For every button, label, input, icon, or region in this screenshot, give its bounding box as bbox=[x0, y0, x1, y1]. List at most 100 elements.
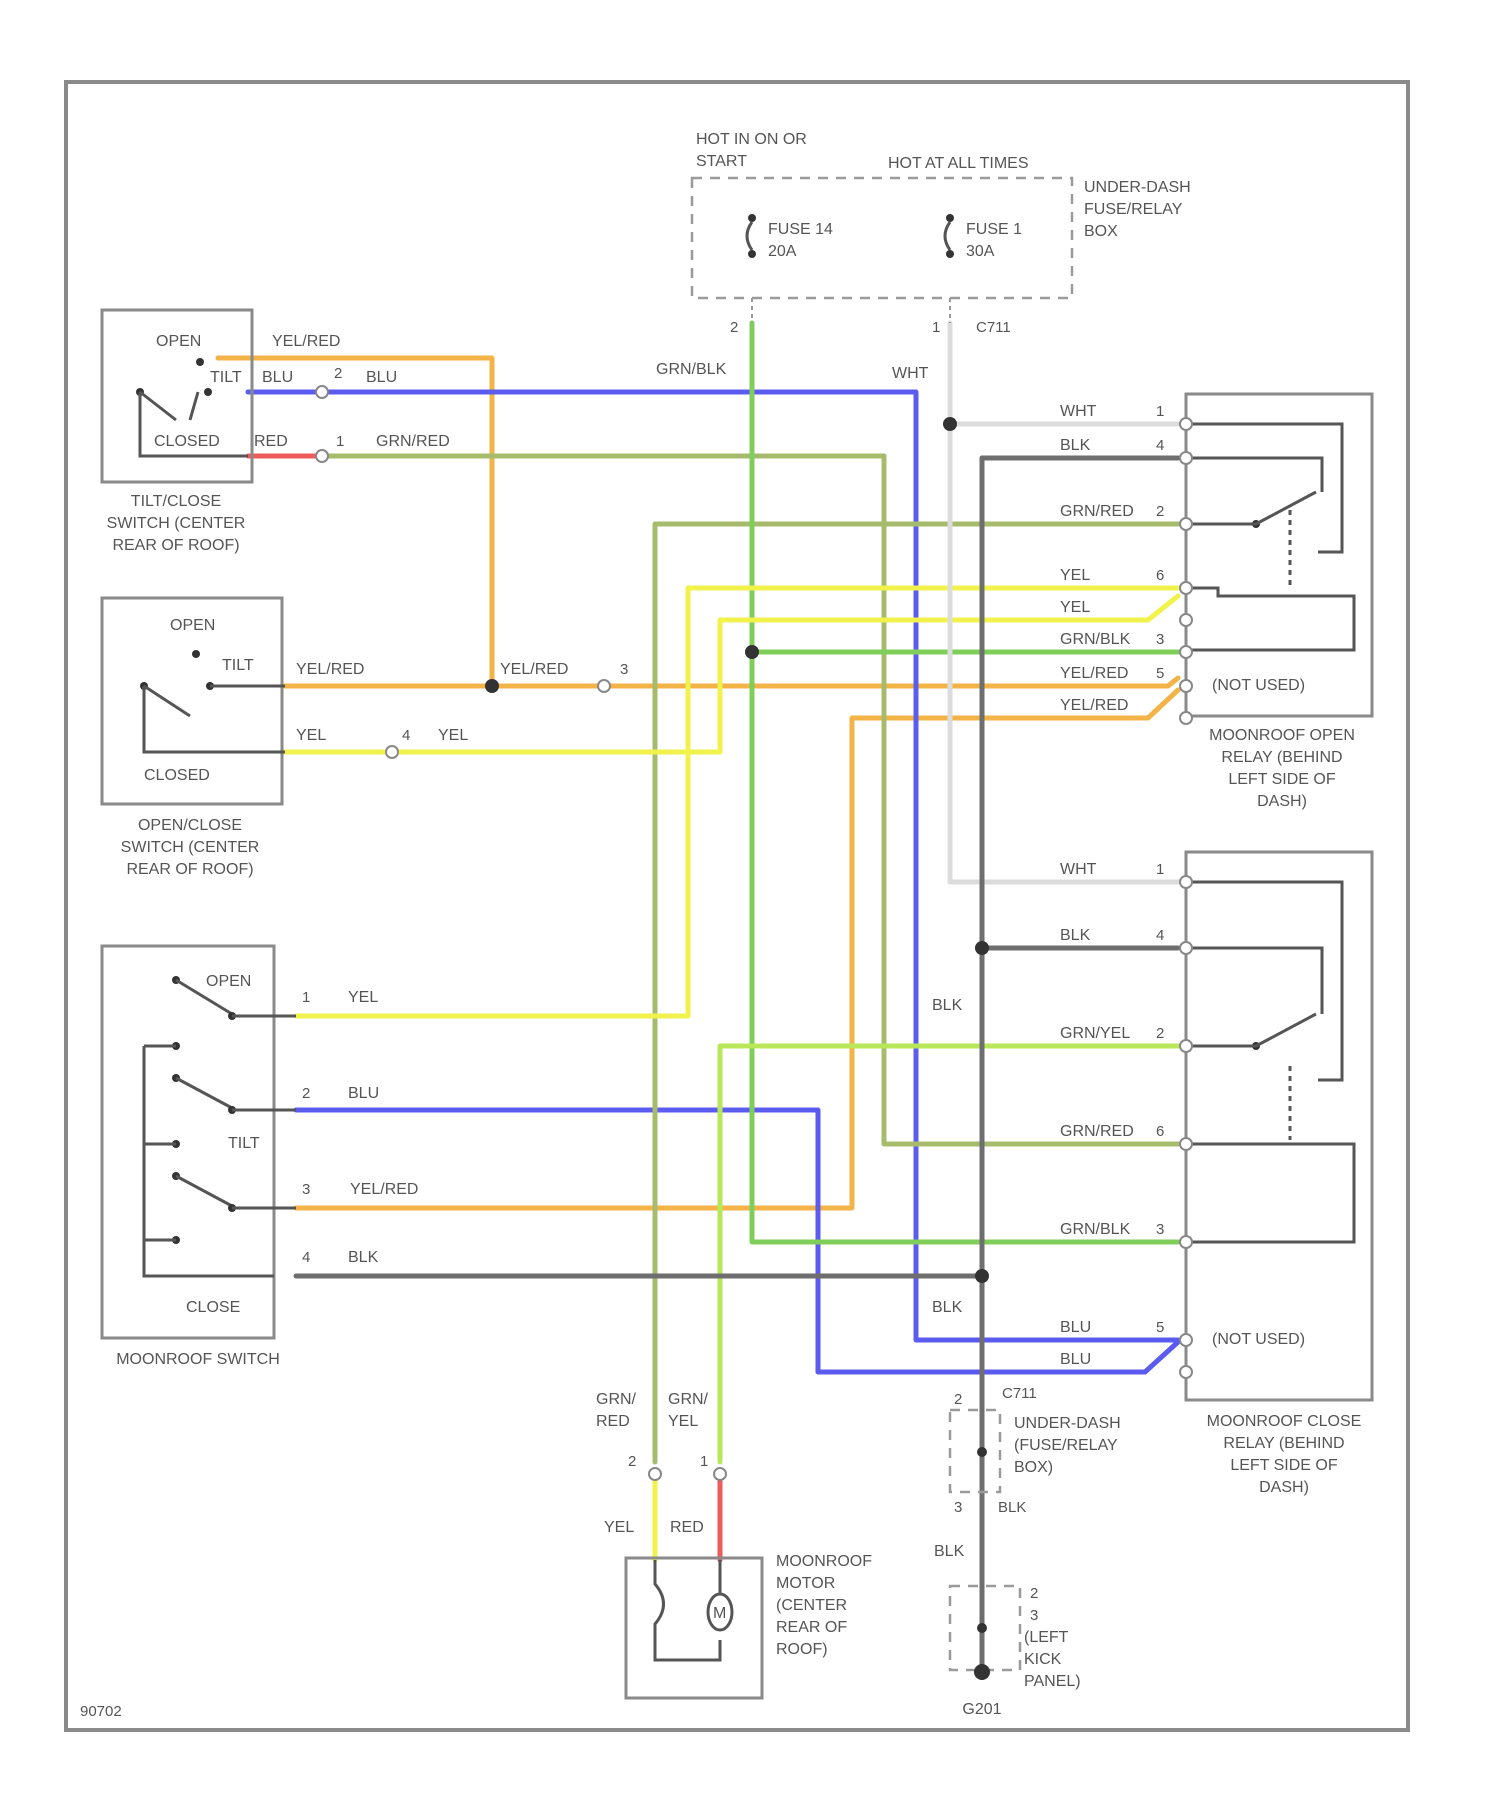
lbl-tilt-blu: BLU bbox=[262, 369, 293, 386]
relay-pin-number: 4 bbox=[1156, 927, 1164, 944]
fuse-pin-1: 1 bbox=[932, 319, 940, 336]
lbl-grnblk-v: GRN/BLK bbox=[656, 361, 727, 378]
fuse-box bbox=[692, 178, 1072, 298]
relay-wire-label: GRN/BLK bbox=[1060, 1221, 1131, 1238]
relay-pin-connector bbox=[1180, 712, 1192, 724]
lbl-os-yelred: YEL/RED bbox=[296, 661, 364, 678]
relay-pin-connector bbox=[1180, 452, 1192, 464]
lbl-wht-v: WHT bbox=[892, 365, 929, 382]
lbl-tilt-grnred: GRN/RED bbox=[376, 433, 450, 450]
ground-symbol bbox=[974, 1664, 990, 1680]
tilt-switch-open: OPEN bbox=[156, 333, 201, 350]
close-relay-internal bbox=[1190, 882, 1354, 1242]
tilt-switch-tilt: TILT bbox=[210, 369, 242, 386]
svg-text:30A: 30A bbox=[966, 243, 995, 260]
svg-text:M: M bbox=[713, 1605, 726, 1622]
lbl-ms-yelred-pin: 3 bbox=[302, 1181, 310, 1198]
ground-pin-top: 2 bbox=[954, 1391, 962, 1408]
relay-pin-connector bbox=[1180, 1236, 1192, 1248]
relay-pin-connector bbox=[1180, 1366, 1192, 1378]
svg-text:20A: 20A bbox=[768, 243, 797, 260]
lbl-os-yelred2: YEL/RED bbox=[500, 661, 568, 678]
wire-yelred-tilt bbox=[218, 358, 492, 686]
relay-pin-number: 3 bbox=[1156, 1221, 1164, 1238]
ground-conn-id: C711 bbox=[1002, 1385, 1037, 1402]
open-relay-internal bbox=[1190, 424, 1354, 650]
open-switch-contacts bbox=[140, 650, 285, 752]
lbl-blk-mid: BLK bbox=[932, 997, 963, 1014]
relay-pin-connector bbox=[1180, 646, 1192, 658]
lbl-blk-low: BLK bbox=[932, 1299, 963, 1316]
lbl-ms-blu: BLU bbox=[348, 1085, 379, 1102]
tilt-switch-closed: CLOSED bbox=[154, 433, 220, 450]
relay-wire-label: GRN/RED bbox=[1060, 1123, 1134, 1140]
ms-caption: MOONROOF SWITCH bbox=[116, 1351, 280, 1368]
ground-pin-bottom: 3 bbox=[954, 1499, 962, 1516]
label-hot-all: HOT AT ALL TIMES bbox=[888, 155, 1029, 172]
lbl-tilt-blu2: BLU bbox=[366, 369, 397, 386]
kick-pin-b: 3 bbox=[1030, 1607, 1038, 1624]
close-relay bbox=[1186, 852, 1372, 1400]
ms-tilt: TILT bbox=[228, 1135, 260, 1152]
relay-wire-label: YEL/RED bbox=[1060, 697, 1128, 714]
relay-wire-label: WHT bbox=[1060, 403, 1097, 420]
lbl-yelred-top: YEL/RED bbox=[272, 333, 340, 350]
fuse-pin-2: 2 bbox=[730, 319, 738, 336]
open-relay-pin-rows: WHT1BLK4GRN/RED2YEL6YELGRN/BLK3YEL/RED5Y… bbox=[1060, 403, 1192, 724]
relay-wire-label: WHT bbox=[1060, 861, 1097, 878]
fuse-1: FUSE 1 30A bbox=[945, 214, 1022, 260]
lbl-motor-pin2: 2 bbox=[628, 1453, 636, 1470]
lbl-motor-red: RED bbox=[670, 1519, 704, 1536]
relay-pin-number: 2 bbox=[1156, 503, 1164, 520]
lbl-os-yel2: YEL bbox=[438, 727, 468, 744]
lbl-tilt-red: RED bbox=[254, 433, 288, 450]
figure-id: 90702 bbox=[80, 1703, 122, 1720]
open-relay bbox=[1186, 394, 1372, 716]
fuse-14: FUSE 14 20A bbox=[747, 214, 833, 260]
splice-blk-close bbox=[975, 941, 989, 955]
relay-pin-connector bbox=[1180, 1040, 1192, 1052]
ground-fuse-box bbox=[950, 1410, 1000, 1492]
lbl-blk-ground: BLK bbox=[934, 1543, 965, 1560]
relay-pin-connector bbox=[1180, 680, 1192, 692]
lbl-motor-grnred: GRN/RED bbox=[596, 1391, 637, 1430]
open-switch-closed: CLOSED bbox=[144, 767, 210, 784]
relay-pin-connector bbox=[1180, 614, 1192, 626]
ground-id: G201 bbox=[962, 1701, 1001, 1718]
relay-pin-connector bbox=[1180, 418, 1192, 430]
splice-yelred bbox=[485, 679, 499, 693]
svg-text:FUSE 14: FUSE 14 bbox=[768, 221, 833, 238]
relay-pin-number: 1 bbox=[1156, 403, 1164, 420]
kick-pin-a: 2 bbox=[1030, 1585, 1038, 1602]
lbl-motor-grnyel: GRN/YEL bbox=[668, 1391, 709, 1430]
relay-wire-label: BLK bbox=[1060, 437, 1091, 454]
open-switch-open: OPEN bbox=[170, 617, 215, 634]
lbl-os-yel-pin: 4 bbox=[402, 727, 410, 744]
lbl-tilt-blu-pin: 2 bbox=[334, 365, 342, 382]
relay-pin-connector bbox=[1180, 518, 1192, 530]
splice-wht bbox=[943, 417, 957, 431]
ms-close: CLOSE bbox=[186, 1299, 240, 1316]
relay-pin-number: 5 bbox=[1156, 665, 1164, 682]
wire-yelred-open-tilt bbox=[285, 678, 1178, 686]
relay-pin-number: 4 bbox=[1156, 437, 1164, 454]
wire-yel-open-closed bbox=[285, 596, 1178, 752]
lbl-ms-yel-pin: 1 bbox=[302, 989, 310, 1006]
open-switch-tilt: TILT bbox=[222, 657, 254, 674]
relay-pin-connector bbox=[1180, 1138, 1192, 1150]
relay-wire-label: YEL bbox=[1060, 599, 1090, 616]
splice-grnblk bbox=[745, 645, 759, 659]
relay-pin-connector bbox=[1180, 876, 1192, 888]
relay-pin-number: 3 bbox=[1156, 631, 1164, 648]
wire-grnred-tilt bbox=[320, 456, 1178, 1144]
relay-pin-number: 5 bbox=[1156, 1319, 1164, 1336]
lbl-ms-yelred: YEL/RED bbox=[350, 1181, 418, 1198]
